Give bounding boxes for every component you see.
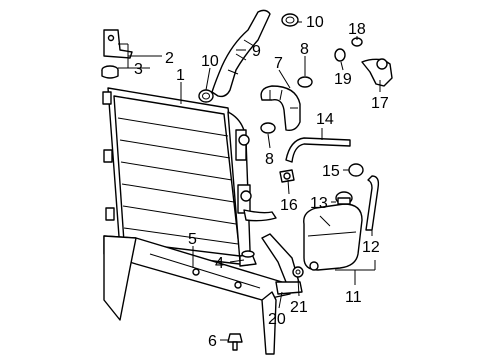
callout-11: 11 [345, 289, 362, 306]
callout-7: 7 [274, 55, 283, 72]
rubber-insulator [101, 65, 119, 79]
callout-9: 9 [252, 43, 261, 60]
coolant-reservoir [303, 203, 363, 271]
callout-1: 1 [176, 67, 185, 84]
callout-5: 5 [188, 231, 197, 248]
callout-12: 12 [362, 239, 380, 256]
hose-clamp-upper [281, 13, 299, 27]
bolt [227, 333, 243, 351]
air-deflector [103, 235, 291, 355]
callout-labels: 2 3 1 9 10 10 8 7 8 14 15 16 18 19 17 13… [134, 14, 389, 350]
overflow-hose [285, 137, 351, 163]
callout-6: 6 [208, 333, 217, 350]
hose-clamp-radiator [198, 89, 214, 103]
callout-16: 16 [280, 197, 298, 214]
radiator [102, 87, 277, 266]
reservoir-bracket [261, 233, 303, 295]
callout-18: 18 [348, 21, 366, 38]
callout-13: 13 [310, 195, 328, 212]
reservoir-cap [335, 191, 353, 205]
callout-20: 20 [268, 311, 286, 328]
gasket [334, 48, 346, 62]
callout-10-upper: 10 [306, 14, 324, 31]
lower-mount [239, 250, 257, 267]
callout-19: 19 [334, 71, 352, 88]
callout-14: 14 [316, 111, 334, 128]
callout-8-lower: 8 [265, 151, 274, 168]
fitting [279, 169, 295, 183]
upper-hose [211, 9, 271, 98]
clip [292, 266, 304, 278]
lower-hose [260, 85, 301, 132]
callout-4: 4 [215, 255, 224, 272]
cap [348, 163, 364, 177]
callout-21: 21 [290, 299, 308, 316]
callout-8-upper: 8 [300, 41, 309, 58]
callout-3: 3 [134, 61, 143, 78]
callout-15: 15 [322, 163, 340, 180]
hose-clamp-lower-bottom [260, 122, 276, 134]
outlet-housing [361, 58, 393, 87]
callout-17: 17 [371, 95, 389, 112]
callout-2: 2 [165, 50, 174, 67]
leader-lines [118, 21, 381, 341]
hose-clamp-lower-top [297, 76, 313, 88]
callout-10-lower: 10 [201, 53, 219, 70]
reservoir-hose [365, 175, 380, 231]
